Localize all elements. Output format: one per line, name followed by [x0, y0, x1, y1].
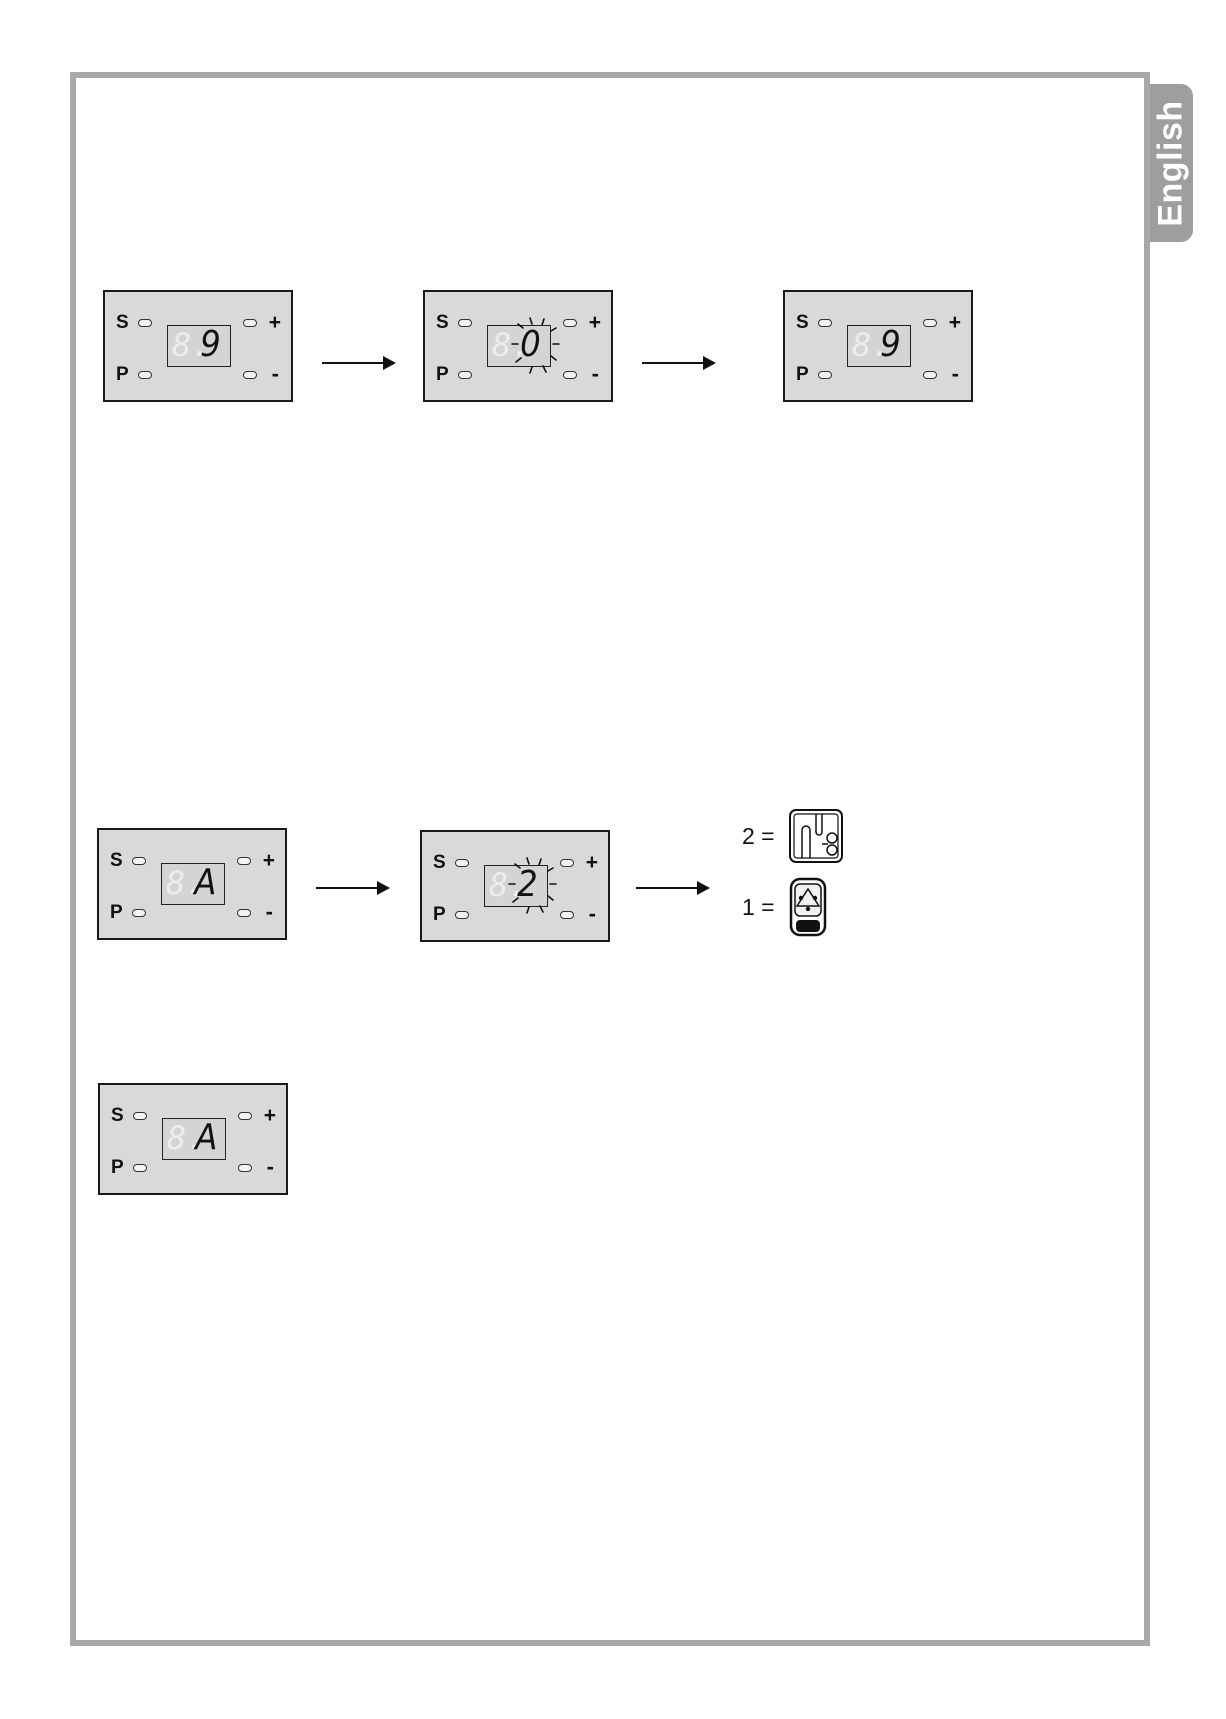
blink-rays-icon [505, 856, 561, 916]
key-p-label: P [433, 905, 446, 924]
control-panel-display-9-final: S P + - 8. 9 [783, 290, 973, 402]
key-plus-label: + [269, 312, 281, 333]
key-s-label: S [433, 853, 446, 872]
key-plus-label: + [263, 850, 275, 871]
language-tab-label: English [1152, 100, 1191, 226]
key-s-label: S [110, 851, 123, 870]
arrow-right-icon [642, 362, 714, 364]
minus-button[interactable] [560, 911, 574, 919]
lcd-display: 8. A [161, 863, 225, 905]
lcd-display: 8. A [162, 1118, 226, 1160]
legend-label: 2 = [742, 823, 788, 850]
control-panel-display-0-blinking: S P + - 8. 0 [423, 290, 613, 402]
control-panel-display-9: S P + - 8. 9 [103, 290, 293, 402]
arrow-right-icon [316, 887, 388, 889]
arrow-right-icon [636, 887, 708, 889]
s-button[interactable] [818, 319, 832, 327]
plus-button[interactable] [563, 319, 577, 327]
key-p-label: P [111, 1158, 124, 1177]
blink-rays-icon [508, 316, 564, 376]
plus-button[interactable] [238, 1112, 252, 1120]
lcd-digit: A [194, 865, 216, 901]
lcd-display: 8. 2 [484, 865, 548, 907]
minus-button[interactable] [923, 371, 937, 379]
plus-button[interactable] [243, 319, 257, 327]
minus-button[interactable] [243, 371, 257, 379]
plus-button[interactable] [237, 857, 251, 865]
key-s-label: S [111, 1106, 124, 1125]
legend-label: 1 = [742, 894, 788, 921]
p-button[interactable] [455, 911, 469, 919]
remote-control-icon [788, 876, 828, 938]
p-button[interactable] [133, 1164, 147, 1172]
p-button[interactable] [818, 371, 832, 379]
lcd-digit: 9 [880, 327, 901, 363]
lcd-digit: A [195, 1120, 217, 1156]
legend-item-1: 1 = [742, 876, 828, 938]
key-minus-label: - [952, 363, 959, 385]
plus-button[interactable] [923, 319, 937, 327]
p-button[interactable] [458, 371, 472, 379]
p-button[interactable] [138, 371, 152, 379]
s-button[interactable] [133, 1112, 147, 1120]
minus-button[interactable] [237, 909, 251, 917]
key-minus-label: - [589, 903, 596, 925]
control-panel-display-a-final: S P + - 8. A [98, 1083, 288, 1195]
lcd-digit: 9 [200, 327, 221, 363]
key-minus-label: - [592, 363, 599, 385]
s-button[interactable] [455, 859, 469, 867]
s-button[interactable] [132, 857, 146, 865]
key-p-label: P [116, 365, 129, 384]
key-p-label: P [796, 365, 809, 384]
minus-button[interactable] [563, 371, 577, 379]
minus-button[interactable] [238, 1164, 252, 1172]
s-button[interactable] [458, 319, 472, 327]
key-plus-label: + [586, 852, 598, 873]
key-plus-label: + [589, 312, 601, 333]
key-s-label: S [116, 313, 129, 332]
wall-socket-icon [788, 808, 844, 864]
language-tab[interactable]: English [1150, 84, 1193, 242]
key-s-label: S [436, 313, 449, 332]
key-minus-label: - [266, 901, 273, 923]
legend-item-2: 2 = [742, 808, 844, 864]
arrow-right-icon [322, 362, 394, 364]
control-panel-display-a: S P + - 8. A [97, 828, 287, 940]
key-s-label: S [796, 313, 809, 332]
key-minus-label: - [267, 1156, 274, 1178]
lcd-display: 8. 9 [167, 325, 231, 367]
key-plus-label: + [264, 1105, 276, 1126]
key-plus-label: + [949, 312, 961, 333]
lcd-display: 8. 0 [487, 325, 551, 367]
plus-button[interactable] [560, 859, 574, 867]
p-button[interactable] [132, 909, 146, 917]
lcd-display: 8. 9 [847, 325, 911, 367]
key-p-label: P [110, 903, 123, 922]
key-minus-label: - [272, 363, 279, 385]
key-p-label: P [436, 365, 449, 384]
control-panel-display-2-blinking: S P + - 8. 2 [420, 830, 610, 942]
s-button[interactable] [138, 319, 152, 327]
